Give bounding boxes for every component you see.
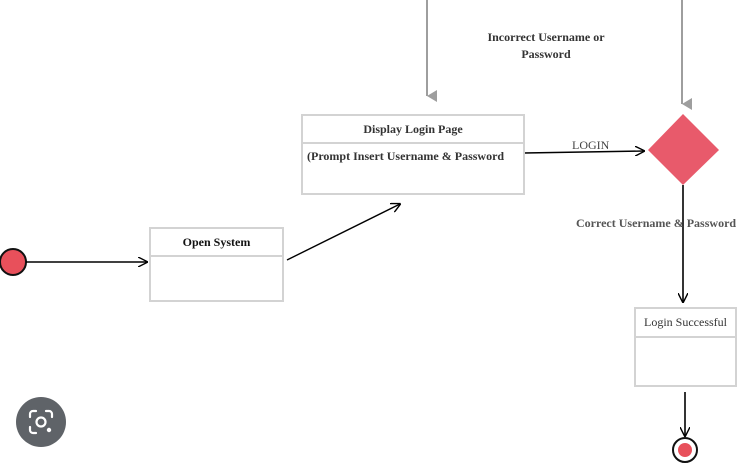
state-login-successful-title: Login Successful bbox=[636, 309, 735, 338]
transition-login bbox=[523, 151, 644, 153]
decision-node bbox=[648, 114, 719, 185]
state-open-system-body bbox=[151, 257, 282, 265]
state-display-login-page: Display Login Page (Prompt Insert Userna… bbox=[301, 114, 525, 195]
state-display-login-title: Display Login Page bbox=[303, 116, 523, 144]
state-display-login-body: (Prompt Insert Username & Password bbox=[307, 149, 505, 163]
state-login-successful: Login Successful bbox=[634, 307, 737, 387]
state-open-system-title: Open System bbox=[151, 229, 282, 257]
end-node-inner bbox=[678, 443, 692, 457]
label-correct: Correct Username & Password bbox=[576, 216, 737, 230]
transition-open-to-login-page bbox=[286, 204, 400, 261]
state-login-successful-body bbox=[636, 338, 735, 346]
label-login: LOGIN bbox=[572, 138, 610, 152]
label-incorrect-line2: Password bbox=[521, 47, 571, 61]
label-incorrect-line1: Incorrect Username or bbox=[487, 30, 605, 44]
start-node bbox=[0, 248, 27, 276]
lens-search-button[interactable] bbox=[16, 397, 66, 447]
state-open-system: Open System bbox=[149, 227, 284, 302]
google-lens-icon bbox=[28, 409, 54, 435]
